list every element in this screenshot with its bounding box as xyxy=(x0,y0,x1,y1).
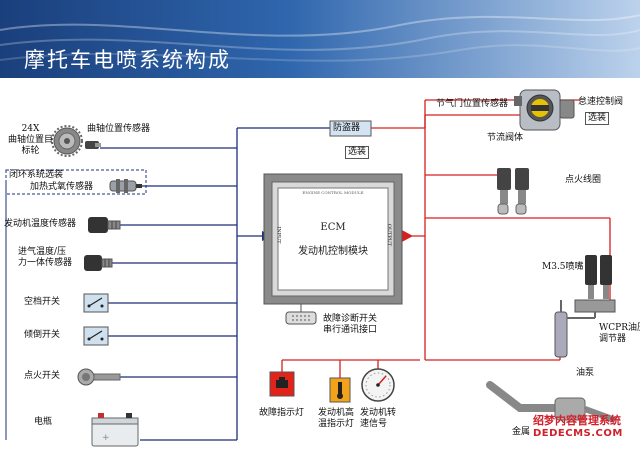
watermark-line2: DEDECMS.COM xyxy=(533,428,623,439)
page-title: 摩托车电喷系统构成 xyxy=(24,48,231,72)
diag-connector-label: 故障诊断开关 串行通讯接口 xyxy=(323,314,378,335)
throttle-body-icon xyxy=(514,89,575,131)
tilt-switch-label: 倾倒开关 xyxy=(24,330,61,340)
coolant-sensor-label: 发动机温度传感器 xyxy=(4,219,77,229)
header-banner: 摩托车电喷系统构成 xyxy=(0,0,640,78)
temp-lamp-label: 发动机高 温指示灯 xyxy=(318,408,355,429)
ecm-input-label: INPUT xyxy=(275,226,282,244)
ignition-coil-icon xyxy=(497,168,529,215)
ignition-switch-label: 点火开关 xyxy=(24,371,61,381)
neutral-switch-label: 空档开关 xyxy=(24,297,61,307)
mil-lamp-icon xyxy=(269,371,295,397)
battery-label: 电瓶 xyxy=(34,417,53,427)
throttle-body-label: 节流阀体 xyxy=(487,133,524,143)
battery-icon: + xyxy=(91,413,139,447)
injector-icon xyxy=(585,255,612,299)
o2-sensor-label: 加热式氧传感器 xyxy=(30,182,94,192)
injector-label: M3.5喷嘴 xyxy=(542,262,584,272)
neutral-switch-icon xyxy=(83,293,109,313)
closed-loop-label: 闭环系统选装 xyxy=(9,170,64,180)
intake-sensor-label: 进气温度/压 力一体传感器 xyxy=(18,247,73,268)
immobilizer-label: 防盗器 xyxy=(333,123,361,133)
o2-sensor-icon xyxy=(109,179,142,193)
fuel-pump-icon xyxy=(554,299,616,358)
ignition-coil-label: 点火线圈 xyxy=(565,175,602,185)
idle-valve-optional-badge: 选装 xyxy=(585,112,610,125)
temp-lamp-icon xyxy=(329,377,351,403)
tilt-switch-icon xyxy=(83,326,109,346)
watermark-line1: 绍梦内容管理系统 xyxy=(533,414,621,427)
mil-lamp-label: 故障指示灯 xyxy=(259,408,305,418)
diag-connector-icon xyxy=(285,304,317,325)
coolant-sensor-icon xyxy=(88,217,121,233)
ecm-output-arrow xyxy=(400,229,413,243)
intake-sensor-icon xyxy=(84,255,113,271)
input-wiring xyxy=(100,127,330,441)
svg-text:+: + xyxy=(102,433,110,443)
regulator-label: WCPR油压 调节器 xyxy=(599,323,640,344)
tachometer-icon xyxy=(361,368,395,402)
immobilizer-box xyxy=(329,120,372,137)
crank-wheel-icon xyxy=(51,125,83,157)
exhaust-pipe-icon xyxy=(486,381,617,423)
crank-sensor-label: 曲轴位置传感器 xyxy=(87,124,151,134)
ecm-module xyxy=(263,173,403,305)
immobilizer-optional-badge: 选装 xyxy=(345,146,370,159)
ecm-subtitle: 发动机控制模块 xyxy=(298,246,368,257)
tps-label: 节气门位置传感器 xyxy=(436,99,509,109)
ecm-output-label: OUTPUT xyxy=(386,223,393,247)
crank-wheel-label: 24X 曲轴位置目 标轮 xyxy=(8,124,54,156)
header-wave-decoration xyxy=(0,14,640,62)
fuel-pump-label: 油泵 xyxy=(576,368,595,378)
fuel-tank-label: 金属 xyxy=(512,427,531,437)
ignition-switch-icon xyxy=(77,368,121,386)
ecm-inner-label: ENGINE CONTROL MODULE xyxy=(302,190,364,195)
tach-label: 发动机转 速信号 xyxy=(360,408,397,429)
crank-sensor-icon xyxy=(85,141,101,149)
ecm-label: ECM xyxy=(320,222,346,233)
watermark: 绍梦内容管理系统 DEDECMS.COM xyxy=(533,414,623,440)
idle-valve-label: 怠速控制阀 xyxy=(578,97,624,107)
